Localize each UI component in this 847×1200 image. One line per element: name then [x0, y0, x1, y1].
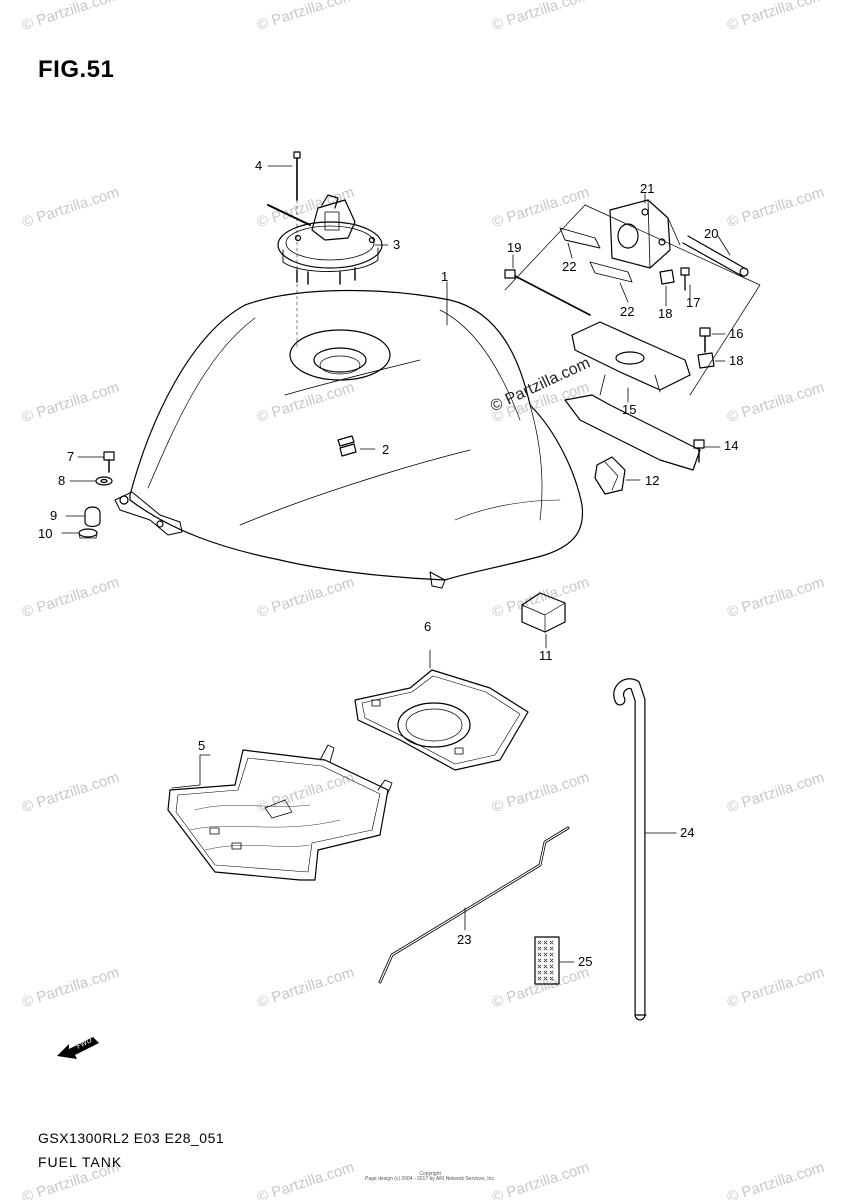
label-hatch-mark — [543, 976, 548, 981]
label-hatch-mark — [549, 958, 554, 963]
label-hatch-mark — [549, 970, 554, 975]
callout-21[interactable]: 21 — [640, 181, 655, 196]
callout-18-upper[interactable]: 18 — [658, 306, 673, 321]
label-hatch-mark — [549, 976, 554, 981]
label-hatch-mark — [537, 964, 542, 969]
callout-23[interactable]: 23 — [457, 932, 472, 947]
callout-24[interactable]: 24 — [680, 825, 695, 840]
callout-18-lower[interactable]: 18 — [729, 353, 744, 368]
callout-7[interactable]: 7 — [67, 449, 75, 464]
label-hatch-mark — [537, 940, 542, 945]
callout-6[interactable]: 6 — [424, 619, 432, 634]
label-hatch-mark — [543, 970, 548, 975]
callout-12[interactable]: 12 — [645, 473, 660, 488]
label-hatch-mark — [537, 952, 542, 957]
label-hatch-mark — [537, 976, 542, 981]
callout-4[interactable]: 4 — [255, 158, 263, 173]
label-hatch-mark — [549, 964, 554, 969]
callout-8[interactable]: 8 — [58, 473, 66, 488]
figure-name: FUEL TANK — [38, 1154, 123, 1170]
bolt-part-4[interactable] — [293, 151, 301, 201]
label-hatch-mark — [549, 946, 554, 951]
callout-22-right[interactable]: 22 — [620, 304, 635, 319]
cover-part-5[interactable] — [167, 744, 393, 881]
label-hatch-mark — [537, 970, 542, 975]
rod-part-23[interactable] — [378, 826, 570, 984]
callout-5[interactable]: 5 — [198, 738, 206, 753]
label-hatch-mark — [543, 952, 548, 957]
callout-22-left[interactable]: 22 — [562, 259, 577, 274]
label-hatch-mark — [543, 940, 548, 945]
callout-25[interactable]: 25 — [578, 954, 593, 969]
hose-part-24[interactable] — [613, 678, 647, 1021]
copyright-line-1: Copyright — [419, 1171, 441, 1177]
plate-part-6[interactable] — [354, 669, 529, 771]
fuel-cap-part[interactable] — [267, 194, 383, 285]
callout-20[interactable]: 20 — [704, 226, 719, 241]
label-hatch-mark — [549, 940, 554, 945]
label-part-25[interactable] — [534, 936, 560, 985]
label-hatch-mark — [549, 952, 554, 957]
figure-code: GSX1300RL2 E03 E28_051 — [38, 1130, 225, 1146]
label-hatch-mark — [543, 946, 548, 951]
copyright-line-2: Page design (c) 2004 - 2017 by ARI Netwo… — [365, 1176, 496, 1182]
callout-3[interactable]: 3 — [393, 237, 401, 252]
cushion-part-11[interactable] — [521, 592, 566, 633]
cushion-part-12[interactable] — [594, 456, 626, 495]
callout-17[interactable]: 17 — [686, 295, 701, 310]
label-hatch-mark — [543, 958, 548, 963]
copyright-notice: Copyright Page design (c) 2004 - 2017 by… — [365, 1172, 495, 1182]
hardware-parts-7-10[interactable] — [78, 451, 115, 539]
figure-title: FIG.51 — [38, 56, 115, 83]
bracket-assembly-part[interactable] — [504, 199, 761, 471]
forward-arrow-icon: FWD — [57, 1036, 99, 1059]
callout-2[interactable]: 2 — [382, 442, 390, 457]
callout-10[interactable]: 10 — [38, 526, 53, 541]
callout-9[interactable]: 9 — [50, 508, 58, 523]
label-hatch-mark — [537, 958, 542, 963]
label-hatch-mark — [537, 946, 542, 951]
callout-11[interactable]: 11 — [539, 648, 553, 663]
callout-19[interactable]: 19 — [507, 240, 522, 255]
fuel-tank-part[interactable] — [114, 289, 584, 589]
callout-16[interactable]: 16 — [729, 326, 744, 341]
callout-1[interactable]: 1 — [441, 269, 449, 284]
emblem-part[interactable] — [337, 435, 357, 457]
callout-14[interactable]: 14 — [724, 438, 739, 453]
callout-15[interactable]: 15 — [622, 402, 637, 417]
label-hatch-mark — [543, 964, 548, 969]
